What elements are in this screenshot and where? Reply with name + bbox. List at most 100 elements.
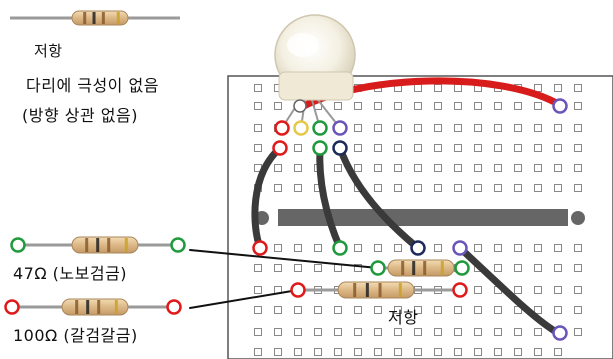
pin-marker (552, 325, 568, 341)
breadboard-hole (254, 124, 262, 132)
polarity-note-line2: (방향 상관 없음) (22, 106, 138, 125)
breadboard-hole (534, 184, 542, 192)
pin-marker (293, 120, 309, 136)
breadboard-hole (334, 306, 342, 314)
breadboard-hole (534, 102, 542, 110)
breadboard-hole (514, 102, 522, 110)
breadboard-hole (454, 124, 462, 132)
breadboard-hole (554, 124, 562, 132)
resistor-label-top: 저항 (34, 42, 63, 60)
breadboard-hole (434, 84, 442, 92)
resistor-47-label: 47Ω (노보검금) (13, 264, 128, 283)
breadboard-hole (254, 348, 262, 356)
breadboard-hole (274, 164, 282, 172)
breadboard-hole (414, 102, 422, 110)
breadboard-hole (334, 164, 342, 172)
pin-marker (332, 240, 348, 256)
breadboard-hole (494, 244, 502, 252)
breadboard (227, 75, 613, 359)
breadboard-hole (454, 348, 462, 356)
breadboard-hole (554, 84, 562, 92)
pin-marker (312, 120, 328, 136)
breadboard-hole (494, 306, 502, 314)
led-terminal (293, 99, 307, 113)
pin-marker (252, 240, 268, 256)
breadboard-hole (514, 124, 522, 132)
black-wire-1 (251, 144, 284, 252)
pin-markers (4, 98, 568, 341)
breadboard-hole (534, 164, 542, 172)
breadboard-hole (474, 348, 482, 356)
breadboard-hole (394, 244, 402, 252)
breadboard-hole (294, 164, 302, 172)
breadboard-hole (274, 306, 282, 314)
breadboard-hole (454, 306, 462, 314)
breadboard-hole (394, 144, 402, 152)
breadboard-hole (274, 102, 282, 110)
breadboard-hole (274, 328, 282, 336)
breadboard-hole (434, 144, 442, 152)
breadboard-hole (254, 286, 262, 294)
breadboard-hole (434, 164, 442, 172)
breadboard-hole (254, 144, 262, 152)
pin-marker (452, 282, 468, 298)
resistor-100-label: 100Ω (갈검갈금) (13, 326, 138, 345)
breadboard-hole (314, 328, 322, 336)
pin-marker (332, 120, 348, 136)
breadboard-hole (534, 306, 542, 314)
breadboard-hole (574, 244, 582, 252)
rail-end-right (571, 211, 585, 225)
breadboard-hole (394, 102, 402, 110)
breadboard-hole (454, 144, 462, 152)
breadboard-hole (414, 348, 422, 356)
breadboard-hole (554, 244, 562, 252)
breadboard-hole (514, 144, 522, 152)
breadboard-hole (374, 306, 382, 314)
breadboard-hole (314, 306, 322, 314)
breadboard-hole (334, 328, 342, 336)
breadboard-hole (274, 244, 282, 252)
breadboard-hole (574, 286, 582, 294)
breadboard-hole (374, 164, 382, 172)
breadboard-hole (374, 348, 382, 356)
pin-marker (454, 260, 470, 276)
black-wire-3 (336, 144, 422, 252)
breadboard-hole (294, 328, 302, 336)
breadboard-hole (454, 164, 462, 172)
breadboard-hole (394, 164, 402, 172)
resistor-icon-top (10, 10, 180, 26)
breadboard-hole (554, 184, 562, 192)
breadboard-hole (494, 144, 502, 152)
polarity-note-line1: 다리에 극성이 없음 (26, 76, 159, 95)
breadboard-hole (514, 264, 522, 272)
breadboard-hole (494, 164, 502, 172)
breadboard-hole (294, 144, 302, 152)
breadboard-hole (474, 144, 482, 152)
breadboard-hole (534, 286, 542, 294)
breadboard-hole (494, 264, 502, 272)
breadboard-hole (554, 286, 562, 294)
breadboard-hole (254, 102, 262, 110)
pin-marker (10, 237, 26, 253)
breadboard-hole (574, 328, 582, 336)
breadboard-hole (494, 102, 502, 110)
breadboard-hole (474, 124, 482, 132)
breadboard-hole (294, 264, 302, 272)
breadboard-hole (414, 306, 422, 314)
pin-marker (272, 140, 288, 156)
black-wire-4 (456, 244, 562, 337)
breadboard-hole (554, 144, 562, 152)
breadboard-hole (334, 348, 342, 356)
breadboard-hole (374, 328, 382, 336)
pin-marker (410, 240, 426, 256)
breadboard-hole (394, 306, 402, 314)
breadboard-hole (314, 264, 322, 272)
breadboard-hole (534, 144, 542, 152)
breadboard-hole (354, 124, 362, 132)
breadboard-hole (294, 184, 302, 192)
breadboard-hole (274, 184, 282, 192)
breadboard-hole (414, 328, 422, 336)
breadboard-hole (374, 144, 382, 152)
pin-marker (166, 299, 182, 315)
